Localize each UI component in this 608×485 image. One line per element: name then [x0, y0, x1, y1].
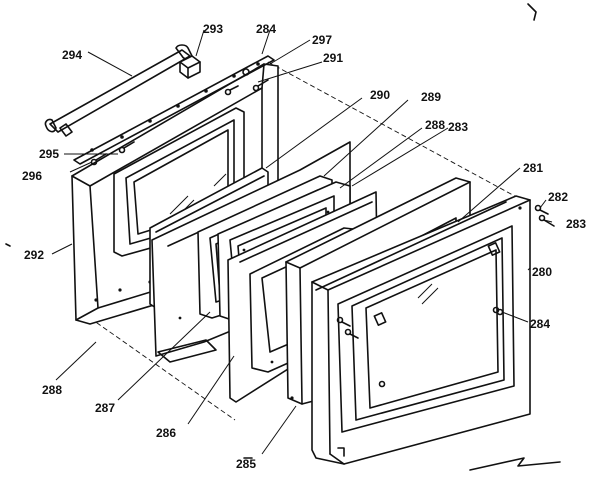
callout-293: 293 — [203, 22, 223, 36]
callout-289: 289 — [421, 90, 441, 104]
callout-290: 290 — [370, 88, 390, 102]
callout-291: 291 — [323, 51, 343, 65]
callout-283: 283 — [448, 120, 468, 134]
scan-marks — [5, 3, 561, 471]
callout-280: 280 — [532, 265, 552, 279]
callout-labels: 294 293 284 297 291 290 289 288 283 295 … — [22, 22, 586, 471]
callout-297: 297 — [312, 33, 332, 47]
screws — [90, 68, 555, 339]
callout-284-right: 284 — [530, 317, 550, 331]
callout-296: 296 — [22, 169, 42, 183]
callout-288-lower: 288 — [42, 383, 62, 397]
window-frame-part — [315, 201, 507, 291]
outer-door-part — [311, 195, 531, 465]
callout-287: 287 — [95, 401, 115, 415]
callout-283-right: 283 — [566, 217, 586, 231]
callout-284: 284 — [256, 22, 276, 36]
callout-282: 282 — [548, 190, 568, 204]
callout-281: 281 — [523, 161, 543, 175]
callout-286: 286 — [156, 426, 176, 440]
callout-285: 285 — [236, 457, 256, 471]
callout-294: 294 — [62, 48, 82, 62]
callout-288: 288 — [425, 118, 445, 132]
clip-part — [179, 55, 201, 79]
callout-292: 292 — [24, 248, 44, 262]
leader-lines — [51, 29, 553, 455]
handle-rod-part — [44, 44, 193, 137]
callout-295: 295 — [39, 147, 59, 161]
